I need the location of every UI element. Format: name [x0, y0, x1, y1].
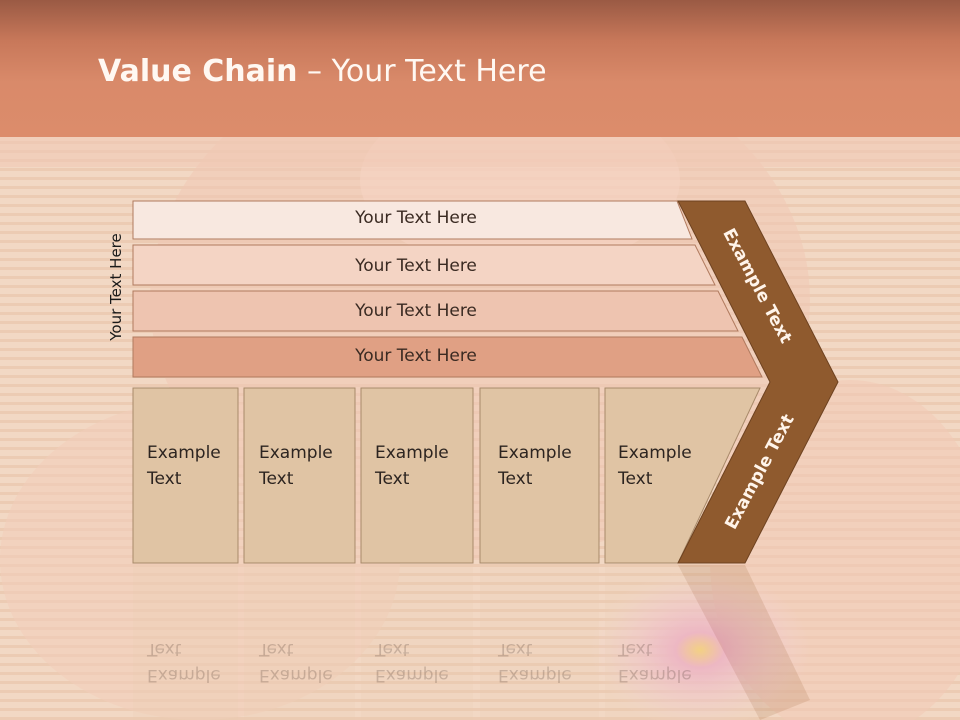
reflection — [133, 565, 810, 720]
column-box-3[interactable] — [360, 387, 474, 564]
reflection-label-3: Example Text — [375, 639, 449, 685]
row-bar-2[interactable] — [132, 244, 716, 286]
reflection-label-1: Example Text — [147, 639, 221, 685]
row-bar-4[interactable] — [132, 336, 763, 378]
reflection-label-5: Example Text — [618, 639, 692, 685]
row-label-1: Your Text Here — [355, 208, 477, 228]
page-title: Value Chain – Your Text Here — [98, 54, 547, 89]
reflection-label-2: Example Text — [259, 639, 333, 685]
reflection-label-4: Example Text — [498, 639, 572, 685]
row-label-2: Your Text Here — [355, 256, 477, 276]
chevron-arrow[interactable] — [677, 200, 839, 564]
row-label-3: Your Text Here — [355, 301, 477, 321]
header-bar — [0, 0, 960, 137]
column-label-2: Example Text — [259, 443, 333, 489]
column-box-4[interactable] — [479, 387, 600, 564]
column-label-1: Example Text — [147, 443, 221, 489]
title-bold: Value Chain — [98, 54, 298, 89]
column-box-2[interactable] — [243, 387, 356, 564]
row-label-4: Your Text Here — [355, 346, 477, 366]
flower-image — [590, 570, 810, 720]
column-label-3: Example Text — [375, 443, 449, 489]
title-rest: – Your Text Here — [297, 54, 547, 89]
column-label-4: Example Text — [498, 443, 572, 489]
row-bar-1[interactable] — [132, 200, 693, 240]
column-box-1[interactable] — [132, 387, 239, 564]
column-label-5: Example Text — [618, 443, 692, 489]
row-bar-3[interactable] — [132, 290, 739, 332]
header-band — [0, 137, 960, 167]
